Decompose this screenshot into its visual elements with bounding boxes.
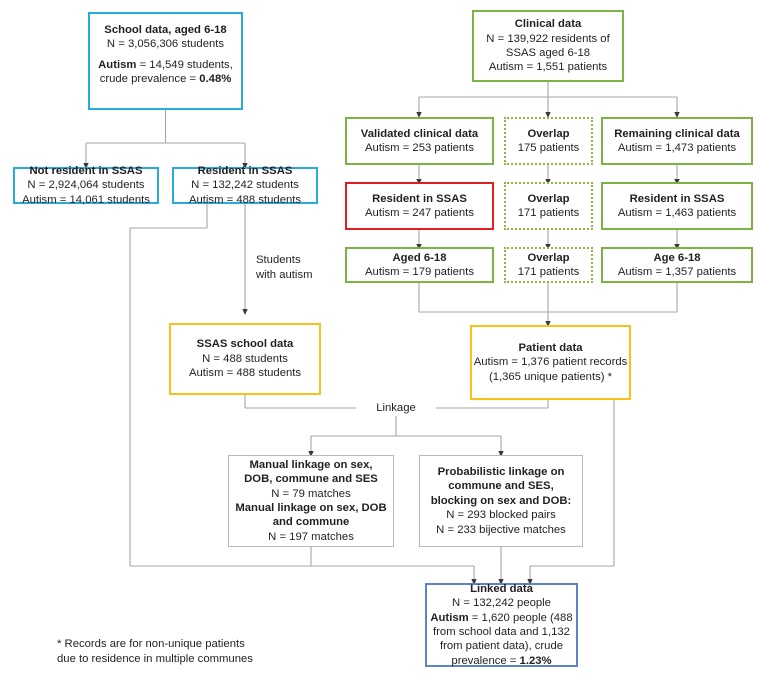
resident-validated-autism: Autism = 247 patients <box>365 207 474 219</box>
not-resident-autism: Autism = 14,061 students <box>22 193 150 206</box>
school-data-prevalence-value: 0.48% <box>199 73 232 86</box>
linked-data-prevalence-label: prevalence = <box>451 654 520 667</box>
linked-data-n: N = 132,242 people <box>452 597 551 610</box>
node-not-resident-ssas[interactable]: Not resident in SSAS N = 2,924,064 stude… <box>13 164 159 206</box>
node-probabilistic-linkage[interactable]: Probabilistic linkage on commune and SES… <box>419 455 583 547</box>
node-remaining-clinical[interactable]: Remaining clinical data Autism = 1,473 p… <box>601 117 753 165</box>
edge-label-students-with-autism-l2: with autism <box>256 269 313 282</box>
node-overlap-2[interactable]: Overlap 171 patients <box>504 182 593 230</box>
node-clinical-data[interactable]: Clinical data N = 139,922 residents of S… <box>472 10 624 82</box>
overlap-1-count: 175 patients <box>517 142 580 154</box>
resident-school-n: N = 132,242 students <box>191 179 299 192</box>
ssas-school-data-autism: Autism = 488 students <box>188 367 302 380</box>
clinical-data-autism: Autism = 1,551 patients <box>488 61 608 74</box>
linked-data-title: Linked data <box>470 582 533 595</box>
aged-validated-autism: Autism = 179 patients <box>365 266 474 278</box>
node-age-remaining[interactable]: Age 6-18 Autism = 1,357 patients <box>601 247 753 283</box>
school-data-prevalence-label: crude prevalence = <box>99 73 200 86</box>
remaining-clinical-autism: Autism = 1,473 patients <box>617 142 737 154</box>
not-resident-n: N = 2,924,064 students <box>27 179 145 192</box>
school-data-title: School data, aged 6-18 <box>104 24 227 36</box>
age-remaining-autism: Autism = 1,357 patients <box>617 266 737 278</box>
overlap-2-count: 171 patients <box>517 207 580 219</box>
ssas-school-data-n: N = 488 students <box>202 352 288 365</box>
probabilistic-linkage-l3: blocking on sex and DOB: <box>430 494 572 507</box>
overlap-2-title: Overlap <box>527 192 570 205</box>
patient-data-unique: (1,365 unique patients) * <box>488 370 613 383</box>
probabilistic-linkage-bijective: N = 233 bijective matches <box>436 523 566 536</box>
manual-linkage-l4: Manual linkage on sex, DOB <box>235 502 387 514</box>
linked-data-autism: Autism = 1,620 people (488 <box>430 611 572 625</box>
validated-clinical-autism: Autism = 253 patients <box>365 142 474 154</box>
resident-remaining-autism: Autism = 1,463 patients <box>617 207 737 219</box>
edge-label-linkage-text: Linkage <box>376 402 416 414</box>
node-validated-clinical[interactable]: Validated clinical data Autism = 253 pat… <box>345 117 494 165</box>
clinical-data-title: Clinical data <box>514 18 582 31</box>
resident-school-autism: Autism = 488 students <box>188 193 302 206</box>
probabilistic-linkage-l1: Probabilistic linkage on <box>437 465 565 478</box>
edge-label-students-with-autism: Students with autism <box>256 253 346 284</box>
school-data-autism: Autism = 14,549 students, <box>98 58 233 72</box>
ssas-school-data-title: SSAS school data <box>196 338 294 351</box>
manual-linkage-l1: Manual linkage on sex, <box>249 458 373 471</box>
node-resident-ssas-school[interactable]: Resident in SSAS N = 132,242 students Au… <box>172 164 318 206</box>
node-overlap-3[interactable]: Overlap 171 patients <box>504 247 593 283</box>
node-school-data[interactable]: School data, aged 6-18 N = 3,056,306 stu… <box>88 12 243 110</box>
manual-linkage-matches-2: N = 197 matches <box>268 530 354 543</box>
clinical-data-n-1: N = 139,922 residents of <box>486 32 610 45</box>
footnote-line-1: * Records are for non-unique patients <box>57 638 245 650</box>
school-data-prevalence: crude prevalence = 0.48% <box>100 72 232 86</box>
footnote-line-2: due to residence in multiple communes <box>57 653 253 666</box>
resident-school-title: Resident in SSAS <box>197 164 293 177</box>
aged-validated-title: Aged 6-18 <box>392 251 447 264</box>
node-resident-ssas-validated[interactable]: Resident in SSAS Autism = 247 patients <box>345 182 494 230</box>
manual-linkage-matches-1: N = 79 matches <box>271 487 351 500</box>
linked-data-source-2: from patient data), crude <box>439 640 564 653</box>
not-resident-title: Not resident in SSAS <box>29 164 143 177</box>
school-data-autism-label: Autism <box>98 58 137 71</box>
remaining-clinical-title: Remaining clinical data <box>614 127 740 140</box>
footnote: * Records are for non-unique patients du… <box>57 637 357 668</box>
node-overlap-1[interactable]: Overlap 175 patients <box>504 117 593 165</box>
validated-clinical-title: Validated clinical data <box>360 127 479 140</box>
linked-data-autism-value: = 1,620 people (488 <box>468 611 573 624</box>
node-manual-linkage[interactable]: Manual linkage on sex, DOB, commune and … <box>228 455 394 547</box>
node-patient-data[interactable]: Patient data Autism = 1,376 patient reco… <box>470 325 631 400</box>
linked-data-prevalence-value: 1.23% <box>519 654 552 667</box>
overlap-1-title: Overlap <box>527 127 570 140</box>
linked-data-autism-label: Autism <box>430 611 469 624</box>
age-remaining-title: Age 6-18 <box>653 251 701 264</box>
linked-data-prevalence: prevalence = 1.23% <box>451 654 551 668</box>
manual-linkage-l2: DOB, commune and SES <box>244 473 378 486</box>
overlap-3-title: Overlap <box>527 251 570 264</box>
resident-remaining-title: Resident in SSAS <box>629 192 725 205</box>
edge-label-students-with-autism-l1: Students <box>256 254 301 266</box>
patient-data-records: Autism = 1,376 patient records <box>473 356 628 369</box>
probabilistic-linkage-blocked: N = 293 blocked pairs <box>446 509 556 522</box>
school-data-autism-value: = 14,549 students, <box>136 58 233 71</box>
edge-label-linkage: Linkage <box>356 401 436 417</box>
linked-data-source-1: from school data and 1,132 <box>433 626 570 638</box>
overlap-3-count: 171 patients <box>517 266 580 278</box>
resident-validated-title: Resident in SSAS <box>372 192 467 205</box>
probabilistic-linkage-l2: commune and SES, <box>448 480 554 493</box>
node-resident-ssas-remaining[interactable]: Resident in SSAS Autism = 1,463 patients <box>601 182 753 230</box>
school-data-n: N = 3,056,306 students <box>106 38 225 51</box>
node-linked-data[interactable]: Linked data N = 132,242 people Autism = … <box>425 583 578 667</box>
manual-linkage-l5: and commune <box>272 516 350 529</box>
patient-data-title: Patient data <box>518 341 583 354</box>
node-aged-validated[interactable]: Aged 6-18 Autism = 179 patients <box>345 247 494 283</box>
clinical-data-n-2: SSAS aged 6-18 <box>505 47 591 59</box>
node-ssas-school-data[interactable]: SSAS school data N = 488 students Autism… <box>169 323 321 395</box>
